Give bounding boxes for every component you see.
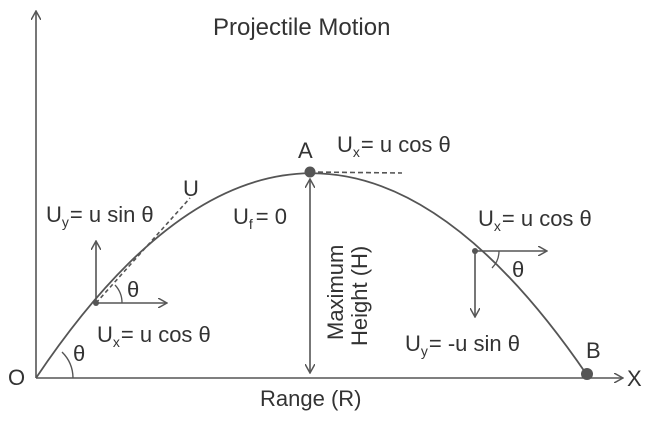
apex-point	[304, 166, 316, 178]
apex-ux-label: Ux= u cos θ	[337, 132, 451, 160]
apex-tangent-dashed	[309, 171, 403, 174]
point-o-label: O	[8, 365, 25, 390]
launch-uy-label: Uy= u sin θ	[46, 202, 154, 230]
descent-theta-arc	[491, 250, 500, 269]
descent-ux-label: Ux= u cos θ	[478, 206, 592, 234]
diagram-title: Projectile Motion	[213, 14, 390, 41]
velocity-label: U	[183, 176, 199, 201]
launch-ux-label: Ux= u cos θ	[97, 322, 211, 350]
launch-tangent-dashed	[95, 197, 191, 304]
landing-point	[581, 368, 593, 380]
launch-theta-arc	[114, 284, 123, 304]
max-height-label-line1: Maximum	[323, 245, 348, 340]
descent-point	[472, 248, 478, 254]
launch-angle-theta: θ	[73, 341, 85, 366]
point-b-label: B	[586, 338, 601, 363]
launch-point-theta: θ	[127, 277, 139, 302]
launch-point	[93, 300, 99, 306]
launch-angle-arc	[61, 351, 74, 379]
point-a-label: A	[298, 138, 313, 163]
descent-point-theta: θ	[512, 257, 524, 282]
max-height-label-line2: Height (H)	[347, 246, 372, 346]
range-label: Range (R)	[260, 386, 361, 411]
apex-uf-label: Uf= 0	[233, 204, 287, 232]
x-axis-label: X	[627, 366, 642, 391]
descent-uy-label: Uy= -u sin θ	[405, 331, 520, 359]
